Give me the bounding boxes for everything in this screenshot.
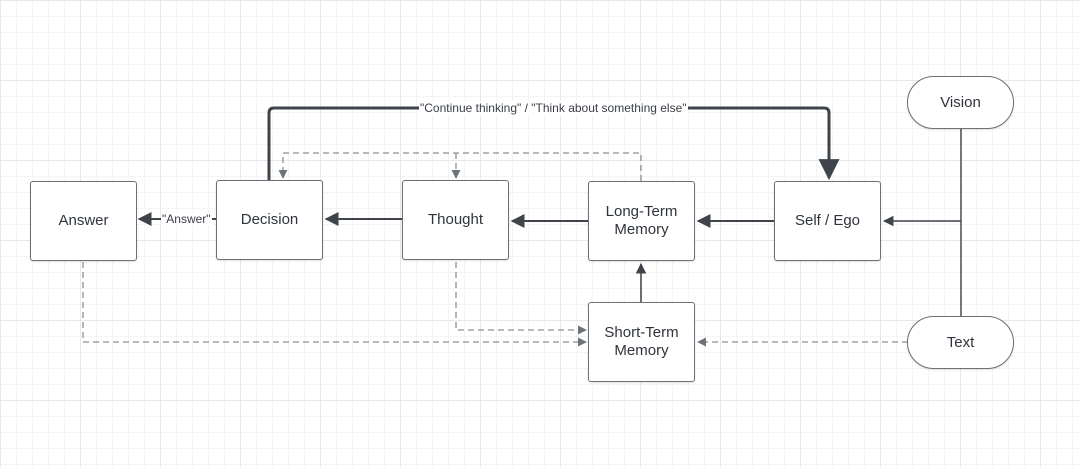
edge-answer-dashed-to-shortterm <box>82 262 587 347</box>
text-node[interactable]: Text <box>907 316 1014 369</box>
short-term-memory-node[interactable]: Short-Term Memory <box>588 302 695 382</box>
self-ego-node[interactable]: Self / Ego <box>774 181 881 261</box>
vision-node[interactable]: Vision <box>907 76 1014 129</box>
answer-node-label: Answer <box>58 212 109 229</box>
text-node-label: Text <box>946 333 975 351</box>
self-ego-node-label: Self / Ego <box>794 212 861 229</box>
vision-node-label: Vision <box>940 93 981 111</box>
decision-node[interactable]: Decision <box>216 180 323 260</box>
long-term-memory-node[interactable]: Long-Term Memory <box>588 181 695 261</box>
answer-node[interactable]: Answer <box>30 181 137 261</box>
edge-thought-dashed-to-shortterm <box>455 262 587 335</box>
edge-longterm-dashed-to-decision <box>278 152 642 181</box>
edge-decision-loop-to-self <box>267 106 840 181</box>
answer-edge-label: "Answer" <box>161 212 212 226</box>
long-term-memory-node-label: Long-Term Memory <box>605 203 678 238</box>
short-term-memory-node-label: Short-Term Memory <box>604 324 679 359</box>
decision-node-label: Decision <box>240 211 299 228</box>
thought-node-label: Thought <box>427 211 484 228</box>
thought-node[interactable]: Thought <box>402 180 509 260</box>
loop-edge-label: "Continue thinking" / "Think about somet… <box>419 101 688 115</box>
